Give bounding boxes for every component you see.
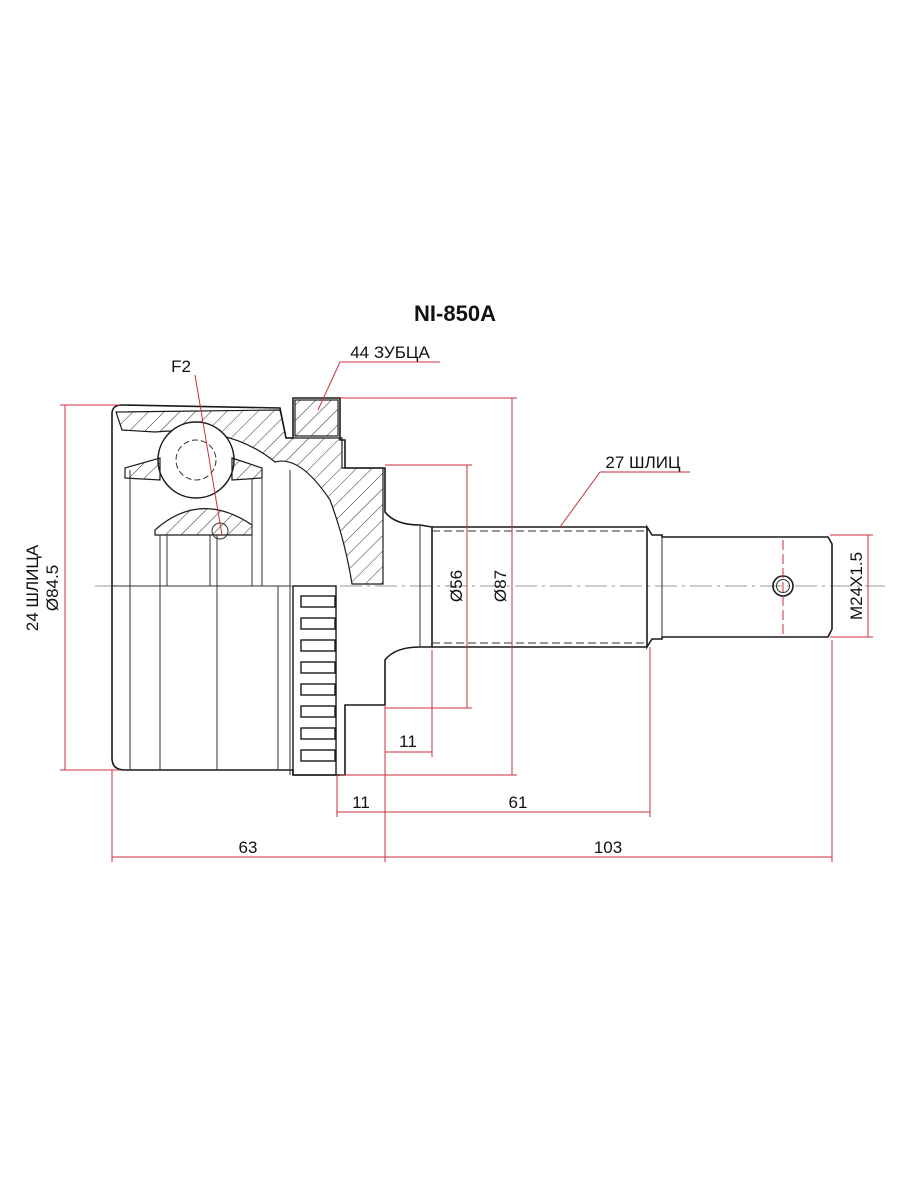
teeth-callout: 44 ЗУБЦА [350,343,430,362]
dim-11-lower: 11 [352,793,370,812]
dim-61: 61 [509,793,528,812]
abs-ring [292,585,337,776]
abs-tooth [300,617,336,630]
diameter-87-label: Ø87 [491,570,510,602]
dim-103: 103 [594,838,622,857]
part-number-title: NI-850A [414,301,496,326]
f2-callout: F2 [171,357,191,376]
abs-ring-teeth [292,585,337,776]
housing-diameter-label: Ø84.5 [43,565,62,611]
abs-tooth [300,595,336,608]
shaft [419,524,833,650]
housing [111,397,433,776]
abs-tooth [300,683,336,696]
splines-callout: 27 ШЛИЦ [605,453,681,472]
thread-label: M24X1.5 [847,552,866,620]
abs-tooth [300,639,336,652]
dim-11-upper: 11 [399,732,417,751]
diameter-56-label: Ø56 [447,570,466,602]
inner-splines-label: 24 ШЛИЦА [23,544,42,631]
abs-tooth [300,705,336,718]
abs-tooth [300,661,336,674]
abs-tooth [300,727,336,740]
dim-63: 63 [239,838,258,857]
dimension-lines [60,361,873,862]
abs-tooth [300,749,336,762]
